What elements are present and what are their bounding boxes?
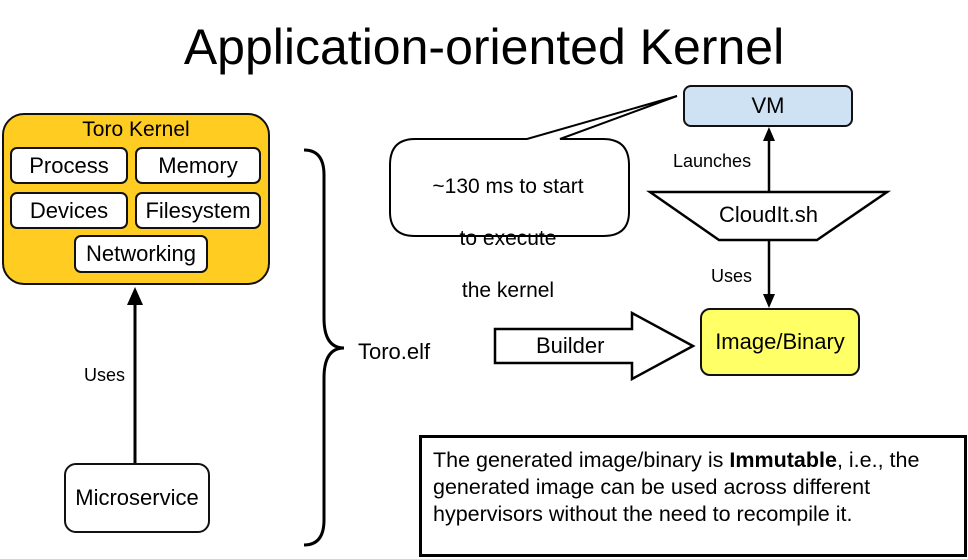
page-title: Application-oriented Kernel: [183, 19, 785, 75]
uses-label-right: Uses: [711, 266, 753, 286]
uses-label-left: Uses: [84, 365, 126, 385]
toro-elf-label: Toro.elf: [358, 339, 431, 364]
speech-bubble: [389, 95, 678, 237]
toro-elf-brace: [303, 148, 345, 547]
note-text-after: , i.e., the generated image can be used …: [433, 448, 920, 526]
bubble-line-1: ~130 ms to start: [432, 175, 584, 198]
launches-label: Launches: [673, 151, 752, 171]
uses-arrow-right-head: [763, 294, 775, 308]
module-process: Process: [10, 147, 128, 184]
uses-arrow-left-head: [127, 287, 143, 305]
module-memory: Memory: [135, 147, 261, 184]
cloudit-trapezoid: [646, 190, 892, 242]
bubble-line-2: to execute: [459, 227, 557, 250]
note-text-before: The generated image/binary is: [433, 448, 730, 472]
immutable-note: The generated image/binary is Immutable,…: [419, 435, 967, 557]
module-filesystem: Filesystem: [135, 192, 261, 229]
image-binary-box: Image/Binary: [700, 308, 860, 376]
builder-label: Builder: [536, 333, 605, 358]
vm-box: VM: [683, 85, 853, 127]
builder-arrow: [493, 310, 696, 382]
note-bold: Immutable: [729, 448, 837, 472]
module-devices: Devices: [10, 192, 128, 229]
cloudit-label: CloudIt.sh: [718, 202, 819, 227]
microservice-box: Microservice: [64, 463, 210, 533]
toro-kernel-title: Toro Kernel: [82, 118, 190, 141]
launches-arrow-head: [763, 127, 775, 141]
speech-bubble-text: ~130 ms to start to execute the kernel: [392, 148, 624, 330]
bubble-line-3: the kernel: [461, 279, 555, 302]
module-networking: Networking: [74, 235, 208, 273]
